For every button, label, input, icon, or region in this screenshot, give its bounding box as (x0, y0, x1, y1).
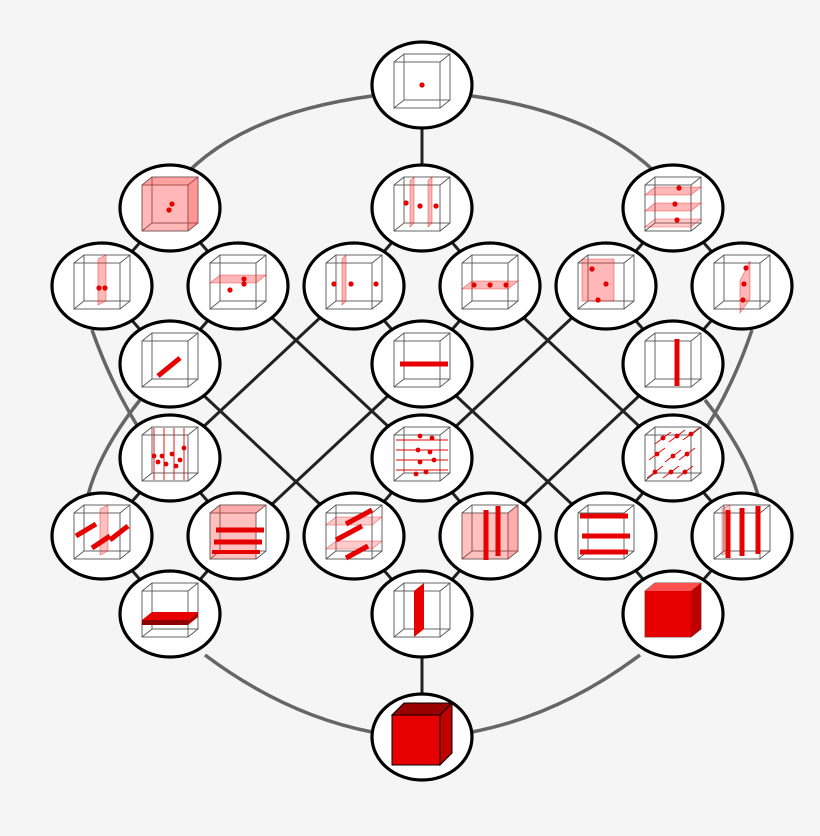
cube-glyph (325, 504, 383, 561)
arc-bottom-left (203, 653, 373, 734)
cube-glyph (393, 53, 451, 109)
node-circle (50, 241, 154, 331)
cube-planes-vertical-rods-icon (690, 491, 794, 581)
cube-vertical-lines-points-icon (118, 413, 222, 503)
node-circle (370, 413, 474, 503)
cube-horizontal-plane-two-points-icon (186, 241, 290, 331)
node-circle (50, 491, 154, 581)
cube-glyph (644, 426, 702, 482)
node-circle (186, 491, 290, 581)
cube-glyph (644, 176, 702, 232)
cube-horizontal-plane-three-points-icon (438, 241, 542, 331)
cube-glyph (141, 332, 199, 388)
cube-glyph (325, 254, 383, 310)
node-circle (621, 319, 725, 409)
cube-filled-translucent-two-points-icon (118, 163, 222, 253)
cube-glyph (73, 504, 131, 560)
cube-plane-three-rods-icon (50, 491, 154, 581)
cube-side-plane-two-points-icon (690, 241, 794, 331)
cube-horizontal-rod-icon (370, 319, 474, 409)
cube-glyph (577, 504, 635, 560)
cube-glyph (461, 254, 519, 310)
cube-horizontal-lines-points-icon (370, 413, 474, 503)
cube-glyph (390, 701, 454, 767)
cube-filled-vertical-rods-icon (438, 491, 542, 581)
cube-vertical-plane-three-points-icon (302, 241, 406, 331)
node-circle (118, 413, 222, 503)
cube-glyph (393, 579, 451, 638)
cube-glyph (209, 504, 267, 560)
solid-red-cube-icon (370, 692, 474, 782)
cube-two-horizontal-planes-points-icon (621, 163, 725, 253)
cube-three-horizontal-bars-icon (554, 491, 658, 581)
cube-glyph (461, 504, 519, 560)
cube-glyph (141, 176, 199, 232)
cube-glyph (713, 504, 771, 560)
cube-diagonal-rod-icon (118, 319, 222, 409)
cube-vertical-slab-icon (370, 569, 474, 659)
cube-vertical-rod-icon (621, 319, 725, 409)
node-circle (302, 241, 406, 331)
cube-two-vertical-planes-points-icon (370, 163, 474, 253)
cube-horizontal-slab-icon (118, 569, 222, 659)
cube-point-lattice-icon (621, 413, 725, 503)
cube-glyph (393, 426, 451, 482)
cube-glyph (209, 254, 267, 310)
cube-center-point-icon (370, 40, 474, 130)
cube-front-plane-three-points-icon (554, 241, 658, 331)
node-circle (302, 491, 406, 581)
cube-glyph (713, 254, 771, 314)
lattice-nodes (50, 40, 794, 782)
cube-front-slab-icon (621, 569, 725, 659)
node-circle (370, 163, 474, 253)
cube-glyph (393, 176, 451, 232)
cube-filled-three-rods-icon (186, 491, 290, 581)
cube-glyph (141, 582, 199, 638)
cube-glyph (644, 332, 702, 388)
cube-glyph (141, 426, 199, 482)
node-circle (438, 491, 542, 581)
arc-left-lower (86, 398, 142, 496)
cube-glyph (393, 332, 451, 388)
cube-vertical-plane-two-points-icon (50, 241, 154, 331)
cube-glyph (577, 254, 635, 310)
arc-right-lower (703, 398, 760, 496)
cube-glyph (644, 582, 702, 638)
arc-bottom-right (471, 653, 642, 734)
node-circle (621, 163, 725, 253)
cube-planes-diagonal-rods-icon (302, 491, 406, 581)
cube-glyph (73, 254, 131, 310)
node-circle (690, 241, 794, 331)
node-circle (186, 241, 290, 331)
